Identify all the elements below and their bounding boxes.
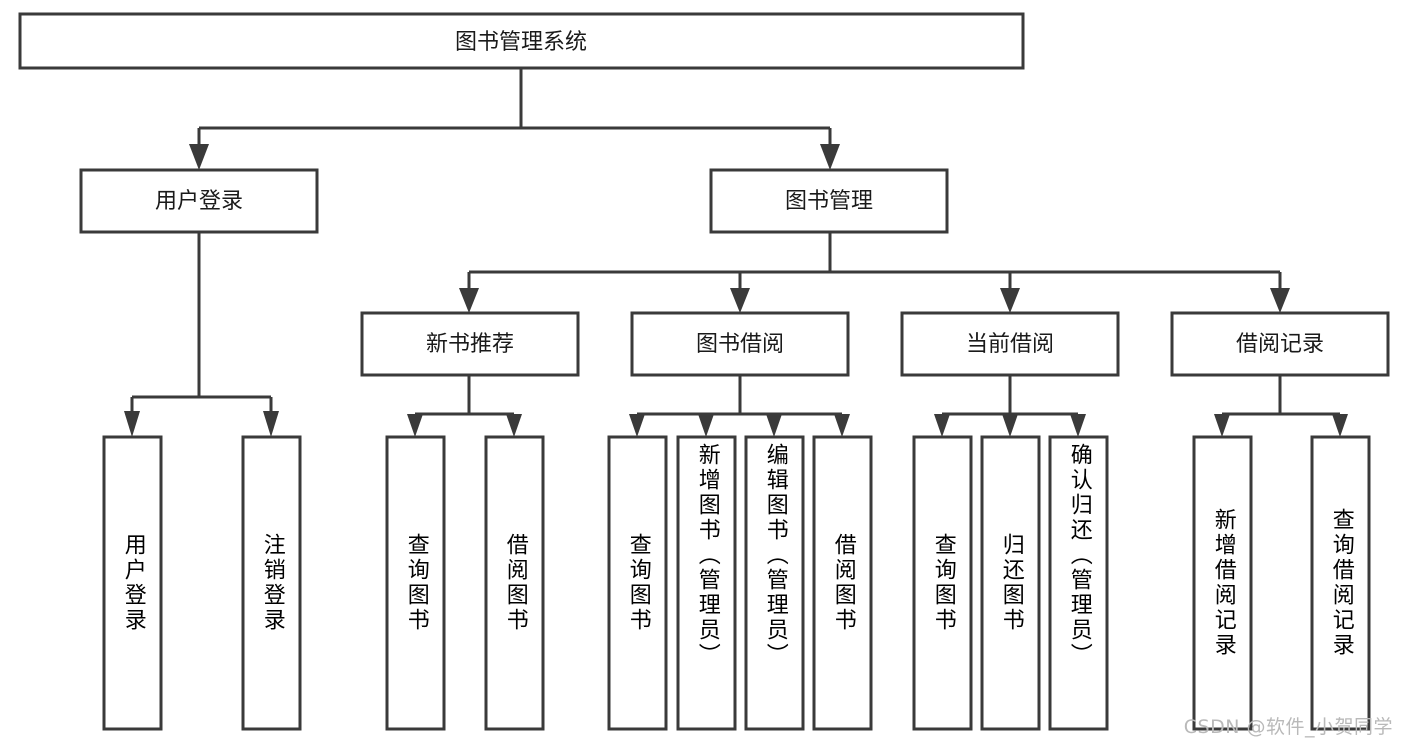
arrow-head-bookborrow-leaf-0 xyxy=(629,414,645,437)
arrow-head-userlogin-leaf-1 xyxy=(263,411,279,437)
connector-group-root xyxy=(189,68,840,170)
connector-group-new-book xyxy=(407,375,522,437)
leaf-box-new-book-0[interactable] xyxy=(385,435,446,731)
node-book-borrow-label: 图书借阅 xyxy=(696,332,784,357)
node-book-management-label: 图书管理 xyxy=(785,189,873,214)
leaf-box-book-borrow-2[interactable] xyxy=(744,435,805,731)
node-current-borrow-label: 当前借阅 xyxy=(966,332,1054,357)
leaf-boxes-new-book xyxy=(385,435,545,731)
arrow-head-book-mgmt xyxy=(820,144,840,170)
arrow-head-user-login xyxy=(189,144,209,170)
arrow-head-bookborrow-leaf-1 xyxy=(698,414,714,437)
node-root-box[interactable] xyxy=(18,12,1025,70)
connector-group-borrow-record xyxy=(1214,375,1348,437)
node-user-login-label: 用户登录 xyxy=(155,189,243,214)
leaf-box-book-borrow-1[interactable] xyxy=(676,435,737,731)
connector-group-book-mgmt xyxy=(459,232,1290,313)
leaf-box-user-login-1[interactable] xyxy=(241,435,302,731)
leaf-box-user-login-0[interactable] xyxy=(102,435,163,731)
node-new-book-recommend[interactable]: 新书推荐 xyxy=(360,311,580,377)
watermark-text: CSDN @软件_小贺同学 xyxy=(1183,716,1393,738)
arrow-head-currentborrow-leaf-0 xyxy=(934,414,950,437)
node-book-borrow[interactable]: 图书借阅 xyxy=(630,311,850,377)
leaf-box-current-borrow-2[interactable] xyxy=(1048,435,1109,731)
node-current-borrow[interactable]: 当前借阅 xyxy=(900,311,1120,377)
node-user-login[interactable]: 用户登录 xyxy=(79,168,319,234)
node-user-login-box[interactable] xyxy=(79,168,319,234)
arrow-head-currentborrow-leaf-2 xyxy=(1070,414,1086,437)
leaf-boxes-book-borrow xyxy=(607,435,873,731)
leaf-box-new-book-1[interactable] xyxy=(484,435,545,731)
leaf-box-book-borrow-0[interactable] xyxy=(607,435,668,731)
arrow-head-newbook-leaf-0 xyxy=(407,414,423,437)
connector-group-current-borrow xyxy=(934,375,1086,437)
leaf-box-current-borrow-1[interactable] xyxy=(980,435,1041,731)
leaf-boxes-current-borrow xyxy=(912,435,1109,731)
arrow-head-book-borrow xyxy=(730,288,750,313)
node-root[interactable]: 图书管理系统 xyxy=(18,12,1025,70)
arrow-head-new-book xyxy=(459,288,479,313)
leaf-box-book-borrow-3[interactable] xyxy=(812,435,873,731)
arrow-head-userlogin-leaf-0 xyxy=(124,411,140,437)
leaf-boxes-borrow-record xyxy=(1192,435,1371,731)
arrow-head-borrowrecord-leaf-1 xyxy=(1332,414,1348,437)
node-root-label: 图书管理系统 xyxy=(455,30,587,55)
node-new-book-recommend-label: 新书推荐 xyxy=(426,332,514,357)
node-borrow-record-box[interactable] xyxy=(1170,311,1390,377)
node-book-borrow-box[interactable] xyxy=(630,311,850,377)
node-new-book-recommend-box[interactable] xyxy=(360,311,580,377)
arrow-head-borrow-record xyxy=(1270,288,1290,313)
arrow-head-borrowrecord-leaf-0 xyxy=(1214,414,1230,437)
arrow-head-bookborrow-leaf-3 xyxy=(834,414,850,437)
leaf-box-current-borrow-0[interactable] xyxy=(912,435,973,731)
node-borrow-record-label: 借阅记录 xyxy=(1236,332,1324,357)
connector-group-user-login xyxy=(124,232,279,437)
node-borrow-record[interactable]: 借阅记录 xyxy=(1170,311,1390,377)
connector-group-book-borrow xyxy=(629,375,850,437)
node-current-borrow-box[interactable] xyxy=(900,311,1120,377)
arrow-head-bookborrow-leaf-2 xyxy=(766,414,782,437)
arrow-head-current-borrow xyxy=(1000,288,1020,313)
leaf-box-borrow-record-0[interactable] xyxy=(1192,435,1253,731)
leaf-boxes-user-login xyxy=(102,435,302,731)
arrow-head-currentborrow-leaf-1 xyxy=(1002,414,1018,437)
node-book-management[interactable]: 图书管理 xyxy=(709,168,949,234)
node-book-management-box[interactable] xyxy=(709,168,949,234)
arrow-head-newbook-leaf-1 xyxy=(506,414,522,437)
leaf-box-borrow-record-1[interactable] xyxy=(1310,435,1371,731)
